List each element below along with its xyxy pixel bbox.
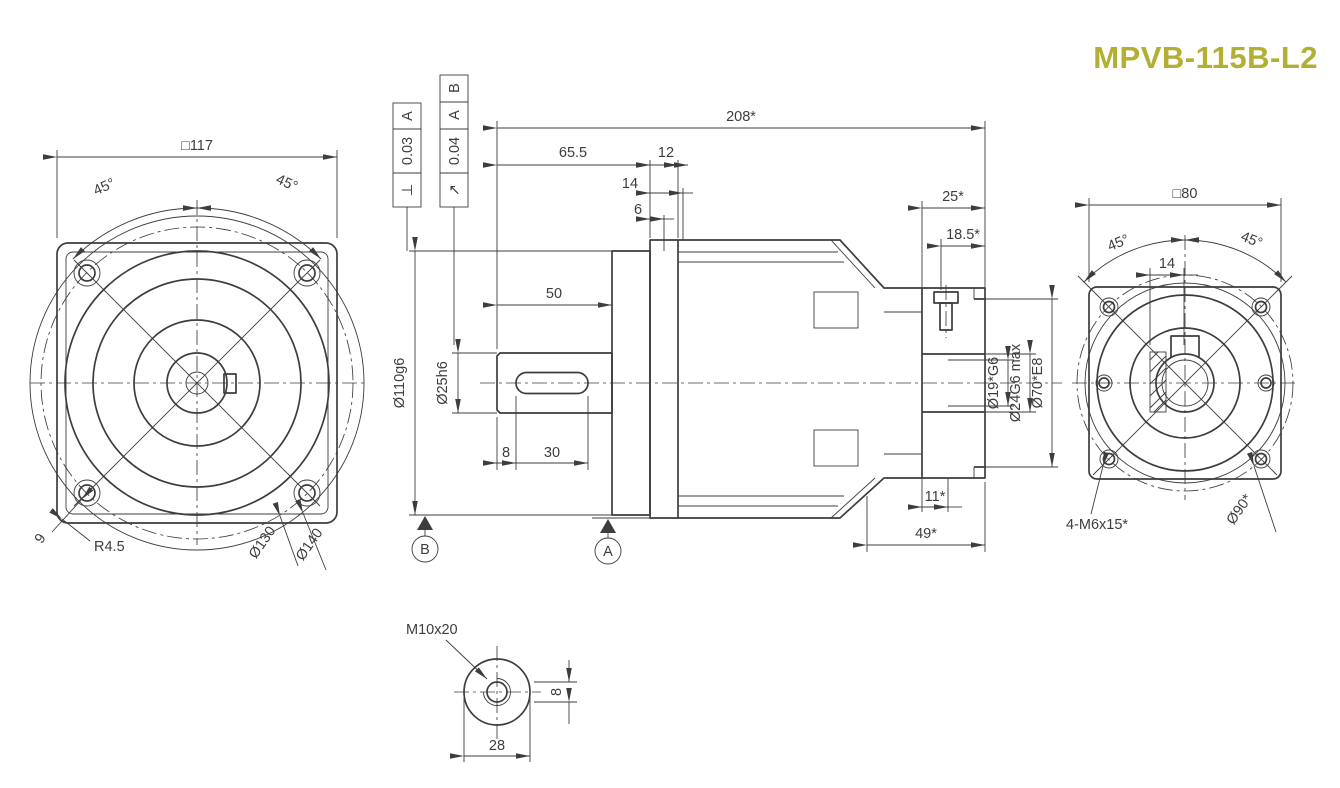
dim-plate: 12 (658, 145, 674, 161)
fcf-perp-symbol: ⊥ (400, 184, 416, 197)
dim-keyway: 14 (1159, 256, 1175, 272)
rear-boss-circle (1096, 294, 1274, 472)
gearbox-body (678, 239, 986, 519)
input-bore-min-lines (948, 359, 985, 407)
dim-shaft-len: 50 (546, 286, 562, 302)
adapter-lines (884, 311, 922, 455)
key-dim-lines (483, 396, 589, 470)
dim-rear-len: 49* (915, 526, 937, 542)
rear-bolt-holes (1095, 297, 1275, 469)
clamp-slot-hatch (1149, 351, 1167, 413)
dim-boss: 28 (489, 738, 505, 754)
front-plate (649, 239, 679, 519)
dim-angle-right: 45° (1238, 229, 1264, 252)
dim-6-lines (650, 215, 665, 251)
bolt-pocket-top (813, 291, 859, 329)
diagonal-construction-lines (1077, 275, 1293, 476)
body-circle (92, 278, 302, 488)
input-bore-lines (922, 353, 985, 413)
hub-circle (133, 319, 261, 447)
rear-view: □80 45° 45° 14 4-M6x15* Ø90* (1066, 186, 1298, 533)
front-bolt-holes (73, 259, 321, 507)
ext-right-top (921, 201, 942, 290)
diagonal-construction-lines (73, 259, 321, 507)
dim-bolts: 4-M6x15* (1066, 517, 1128, 533)
front-view: □117 45° 45° 9 R4.5 Ø130 Ø140 (29, 138, 365, 571)
dim-key-width: 8 (549, 688, 565, 696)
dim-front: 65.5 (559, 145, 587, 161)
dim-key-len: 30 (544, 445, 560, 461)
datum-b: B (411, 516, 439, 563)
extension-lines (496, 121, 986, 349)
chamfer-lines (830, 239, 876, 519)
spigot-lines (974, 298, 985, 468)
rear-hub-circle (1129, 327, 1241, 439)
dim-corner-radius: R4.5 (94, 539, 125, 555)
dim-pilot: 14 (622, 176, 638, 192)
dim-clamp: 18.5* (946, 227, 980, 243)
label-thread: M10x20 (406, 622, 458, 638)
dim-bolt-circle: Ø90* (1224, 491, 1256, 528)
datum-a: A (592, 517, 650, 565)
dim-square-117: □117 (181, 138, 213, 154)
fcf-perpendicularity: ⊥ 0.03 A (392, 102, 422, 251)
shaft-keyway (223, 373, 237, 394)
fcf-runout-tolerance: 0.04 (447, 137, 463, 165)
dim-hole-dia: 9 (32, 531, 50, 547)
extension-lines (56, 150, 338, 238)
thread-arc (483, 678, 511, 706)
input-keyway (1170, 335, 1200, 357)
datum-b-label: B (420, 542, 430, 558)
rear-flange-square (1088, 286, 1282, 480)
section-view: 208* 65.5 12 14 6 50 Ø110g6 Ø25h6 8 30 (392, 74, 1062, 565)
fcf-runout: ↗ 0.04 A B (439, 74, 469, 345)
shaft-key-slot (515, 371, 589, 395)
center-tap-circle (185, 371, 209, 395)
dim-overall: 208* (726, 109, 756, 125)
shaft-end-circle (463, 658, 531, 726)
dim-bore-min: Ø19*G6 (986, 357, 1002, 409)
dim-boss: 6 (634, 202, 642, 218)
dim-recess: 11* (925, 489, 946, 505)
datum-a-label: A (603, 544, 613, 560)
dim-pilot-dia: Ø110g6 (392, 358, 408, 409)
dim-key-start: 8 (502, 445, 510, 461)
dim-angle-left: 45° (1105, 232, 1131, 255)
page-title: MPVB-115B-L2 (1093, 40, 1318, 75)
dim-angle-left: 45° (91, 176, 118, 200)
input-bore-circle (1155, 353, 1215, 413)
detail-view: M10x20 8 28 (406, 622, 577, 762)
fcf-runout-symbol: ↗ (447, 184, 463, 196)
dim-square-80: □80 (1173, 186, 1198, 202)
dim-28-ext (463, 698, 531, 762)
body-edge-lines (678, 251, 844, 507)
fcf-perp-datum: A (400, 111, 416, 121)
fcf-runout-datum-secondary: B (447, 83, 463, 93)
input-bore-min-circle (1161, 359, 1209, 407)
fcf-perp-tolerance: 0.03 (400, 137, 416, 165)
dim-rear-plate: 25* (942, 189, 964, 205)
bolt-pocket-bottom (813, 429, 859, 467)
dim-shaft-dia: Ø25h6 (435, 361, 451, 405)
tap-hole-circle (486, 681, 508, 703)
shaft-circle (166, 352, 228, 414)
ext-110 (409, 250, 612, 516)
dim-spigot: Ø70*E8 (1030, 358, 1046, 409)
dim-8-ext (534, 681, 577, 703)
dim-bore-max: Ø24G6 max (1008, 343, 1024, 422)
dim-angle-right: 45° (273, 172, 300, 196)
rear-flange-circle (1084, 282, 1286, 484)
fcf-runout-datum-primary: A (447, 110, 463, 120)
